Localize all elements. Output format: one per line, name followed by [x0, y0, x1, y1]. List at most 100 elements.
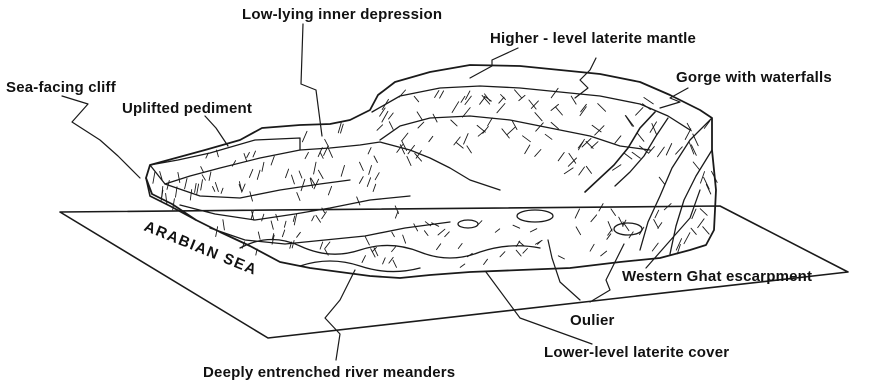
hachure-stroke [607, 234, 611, 240]
hachure-stroke [153, 171, 155, 183]
hachure-stroke [166, 193, 167, 204]
hachure-stroke [691, 228, 696, 234]
hachure-stroke [515, 90, 522, 98]
hachure-stroke [373, 184, 376, 191]
hachure-stroke [185, 178, 187, 188]
label-western-ghat-escarpment: Western Ghat escarpment [622, 268, 812, 285]
hachure-stroke [440, 91, 444, 98]
river-meander [240, 239, 540, 258]
hachure-stroke [460, 264, 465, 267]
hachure-stroke [591, 215, 597, 222]
hachure-stroke [195, 184, 197, 193]
hachure-stroke [632, 152, 640, 158]
hachure-stroke [316, 215, 321, 222]
hachure-stroke [328, 186, 331, 195]
hachure-stroke [658, 147, 665, 157]
leader-meanders [325, 270, 355, 360]
hachure-stroke [258, 232, 260, 239]
leader-pediment [205, 116, 228, 146]
leader-higher-laterite-2 [575, 58, 596, 98]
hachure-stroke [389, 122, 393, 130]
hachure-stroke [456, 143, 463, 149]
leader-oulier-2 [590, 244, 624, 302]
gorge [585, 112, 655, 192]
outlier-hill [458, 220, 478, 228]
cliff-face [146, 178, 196, 220]
hachure-stroke [464, 134, 469, 145]
hachure-stroke [341, 165, 344, 176]
hachure-stroke [500, 252, 505, 257]
hachure-stroke [654, 220, 659, 229]
escarpment-face [670, 150, 712, 254]
leader-higher-laterite [470, 48, 518, 78]
hachure-stroke [325, 139, 329, 146]
hachure-stroke [297, 232, 301, 237]
hachure-stroke [659, 177, 665, 184]
hachure-stroke [375, 173, 379, 180]
hachure-stroke [357, 197, 360, 205]
hachure-stroke [282, 230, 284, 237]
hachure-stroke [223, 220, 225, 230]
hachure-stroke [530, 229, 536, 232]
hachure-stroke [704, 177, 710, 189]
hachure-stroke [625, 116, 632, 127]
hachure-stroke [535, 150, 541, 157]
hachure-stroke [497, 104, 505, 113]
hachure-stroke [598, 104, 606, 112]
label-oulier: Oulier [570, 312, 615, 329]
hachure-stroke [698, 219, 704, 228]
mantle-ridge [380, 116, 650, 150]
hachure-stroke [286, 169, 289, 178]
hachure-stroke [305, 152, 308, 158]
hachure-stroke [393, 260, 397, 267]
leader-low-lying [301, 24, 322, 136]
hachure-stroke [523, 136, 531, 142]
hachure-stroke [525, 145, 530, 154]
hachure-stroke [700, 209, 707, 216]
terrace-step [210, 222, 450, 244]
hachure-stroke [197, 184, 199, 194]
hachure-stroke [644, 98, 653, 104]
hachure-stroke [558, 256, 564, 259]
hachure-stroke [221, 188, 223, 193]
hachure-stroke [392, 232, 395, 237]
hachure-stroke [249, 169, 252, 177]
hachure-stroke [247, 152, 250, 157]
hachure-stroke [367, 178, 370, 187]
hachure-stroke [579, 167, 585, 175]
hachure-stroke [320, 242, 323, 249]
hachure-stroke [320, 152, 323, 158]
hachure-stroke [297, 193, 300, 201]
hachure-stroke [424, 231, 428, 236]
label-gorge-waterfalls: Gorge with waterfalls [676, 69, 832, 86]
hachure-stroke [301, 179, 305, 190]
hachure-stroke [637, 133, 644, 141]
hachure-stroke [242, 184, 245, 192]
hachure-stroke [451, 120, 457, 126]
hachure-stroke [292, 241, 294, 248]
hachure-stroke [178, 172, 180, 182]
hachure-stroke [595, 126, 604, 135]
hachure-stroke [558, 153, 564, 161]
hachure-stroke [374, 248, 378, 256]
hachure-stroke [507, 127, 515, 134]
hachure-stroke [535, 113, 542, 121]
hachure-stroke [395, 211, 398, 218]
hachure-stroke [445, 232, 450, 237]
hachure-stroke [545, 134, 552, 139]
escarpment-face [640, 118, 712, 250]
hachure-stroke [368, 148, 371, 154]
hachure-stroke [438, 229, 445, 235]
hachure-stroke [579, 139, 585, 150]
hachure-stroke [706, 184, 711, 194]
hachure-stroke [418, 122, 424, 128]
label-higher-laterite-mantle: Higher - level laterite mantle [490, 30, 696, 47]
hachure-stroke [693, 134, 698, 146]
hachure-stroke [458, 244, 462, 249]
hachure-stroke [262, 162, 264, 171]
hachure-stroke [564, 168, 573, 174]
hachure-stroke [467, 146, 472, 153]
hachure-stroke [611, 209, 616, 216]
hachure-stroke [684, 233, 690, 244]
